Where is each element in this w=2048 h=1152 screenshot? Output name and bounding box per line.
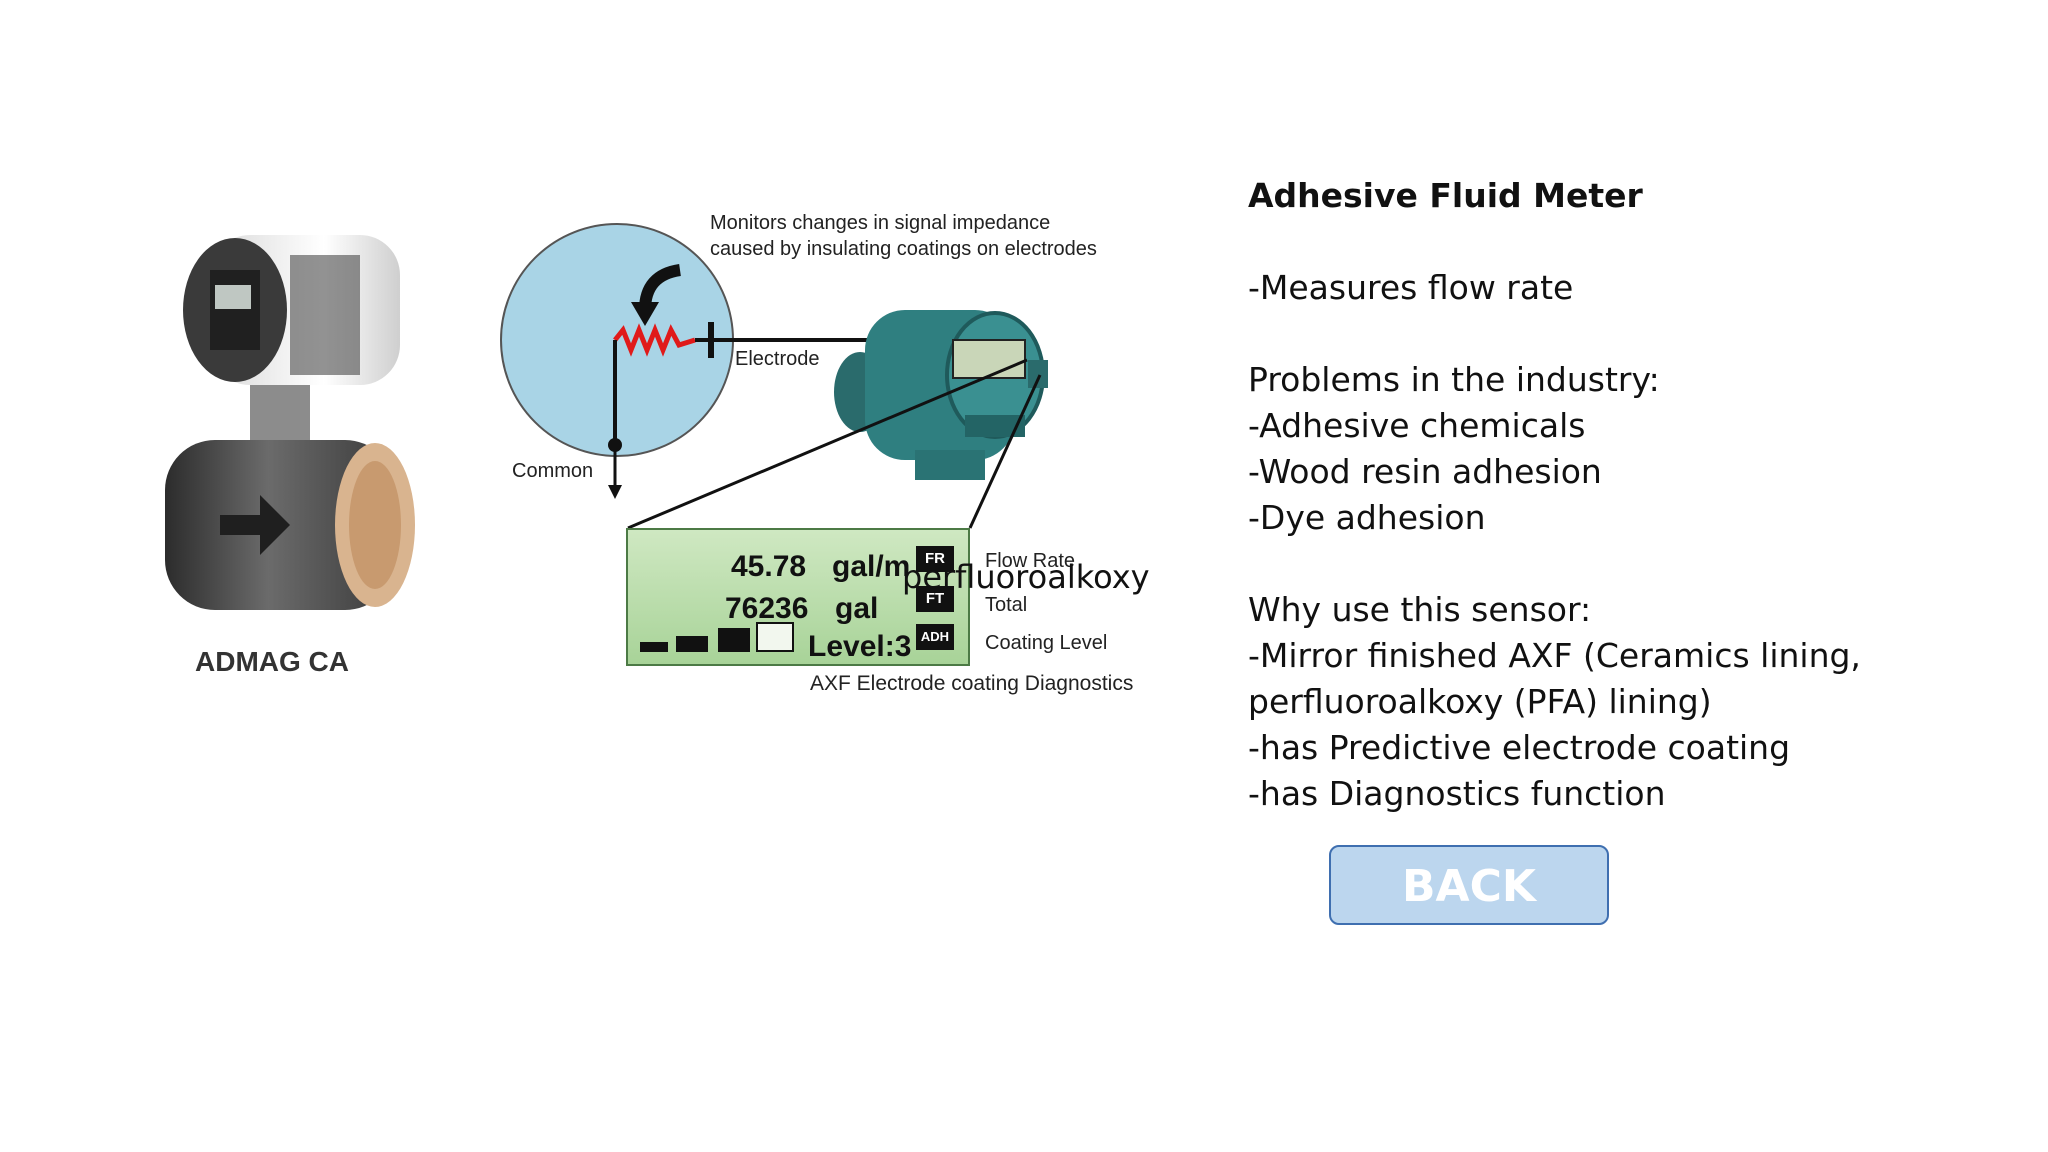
total-value: 76236 <box>725 592 809 625</box>
product-label: ADMAG CA <box>195 646 349 677</box>
panel-title: Adhesive Fluid Meter <box>1248 176 1643 215</box>
flow-rate-desc: Flow Rate <box>985 550 1076 572</box>
level-bar-4 <box>756 622 794 652</box>
lcd-display: 45.78 gal/m 76236 gal Level:3 FR FT ADH <box>626 528 970 666</box>
back-button[interactable]: BACK <box>1329 845 1609 925</box>
info-panel: Adhesive Fluid Meter -Measures flow rate… <box>1248 173 2008 817</box>
flow-tag: FR <box>916 546 954 572</box>
level-text: Level:3 <box>808 630 912 663</box>
problem-item: -Dye adhesion <box>1248 498 1486 537</box>
problem-item: -Adhesive chemicals <box>1248 406 1586 445</box>
level-bar-1 <box>640 642 668 652</box>
intro-line: -Measures flow rate <box>1248 268 1574 307</box>
problem-item: -Wood resin adhesion <box>1248 452 1602 491</box>
coating-diagram <box>500 223 1048 530</box>
reason-item: perfluoroalkoxy (PFA) lining) <box>1248 682 1712 721</box>
reason-item: -has Diagnostics function <box>1248 774 1666 813</box>
level-bar-2 <box>676 636 708 652</box>
level-tag: ADH <box>916 624 954 650</box>
why-heading: Why use this sensor: <box>1248 590 1592 629</box>
flow-meter-image <box>165 235 415 610</box>
overlay-text: perfluoroalkoxy <box>902 558 1150 596</box>
flow-value: 45.78 <box>731 550 807 583</box>
total-desc: Total <box>985 594 1028 616</box>
callout-text-2: caused by insulating coatings on electro… <box>710 238 1097 260</box>
flow-unit: gal/m <box>832 550 911 583</box>
reason-item: -Mirror finished AXF (Ceramics lining, <box>1248 636 1861 675</box>
coating-level-desc: Coating Level <box>985 632 1108 654</box>
callout-text-1: Monitors changes in signal impedance <box>710 212 1051 234</box>
problems-heading: Problems in the industry: <box>1248 360 1660 399</box>
common-label: Common <box>512 460 594 482</box>
level-bar-3 <box>718 628 750 652</box>
total-unit: gal <box>835 592 879 625</box>
total-tag: FT <box>916 586 954 612</box>
diagram-caption: AXF Electrode coating Diagnostics <box>810 672 1134 695</box>
reason-item: -has Predictive electrode coating <box>1248 728 1791 767</box>
electrode-label: Electrode <box>735 348 820 370</box>
